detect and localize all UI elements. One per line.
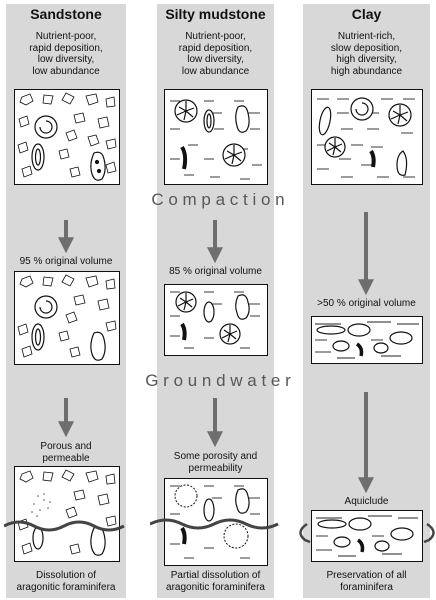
silty-mudstone-compacted-panel [164,284,268,356]
clay-description: Nutrient-rich,slow deposition,high diver… [330,31,403,77]
silty-mudstone-title: Silty mudstone [165,6,266,22]
sandstone-compacted-panel [14,271,120,365]
deflected-groundwater-icon [299,522,435,544]
compaction-label: C o m p a c t i o n [151,190,285,209]
silty-mudstone-initial-panel [164,89,268,185]
groundwater-label: G r o u n d w a t e r [145,371,291,390]
sandstone-groundwater-panel [4,466,125,562]
groundwater-flow-icon [4,520,125,532]
sandstone-initial-panel [14,89,120,185]
clay-groundwater-panel [299,510,435,562]
agglutinated-foraminifera-icon [90,151,106,181]
clay-initial-panel [311,89,423,185]
clay-volume-label: >50 % original volume [317,298,416,309]
sandstone-volume-label: 95 % original volume [19,256,113,267]
clay-porosity-label: Aquiclude [344,496,389,507]
clay-title: Clay [351,6,382,22]
clay-compacted-panel [311,316,423,364]
sandstone-title: Sandstone [30,6,102,22]
sandstone-description: Nutrient-poor,rapid deposition,low diver… [29,31,103,77]
silty-mudstone-volume-label: 85 % original volume [169,266,262,277]
miliolid-foraminifera-icon [31,143,45,171]
rotalid-foraminifera-icon [34,115,58,139]
silty-mudstone-groundwater-panel [150,478,279,566]
groundwater-flow-icon [150,518,279,530]
silty-mudstone-description: Nutrient-poor,rapid deposition,low diver… [178,31,253,77]
